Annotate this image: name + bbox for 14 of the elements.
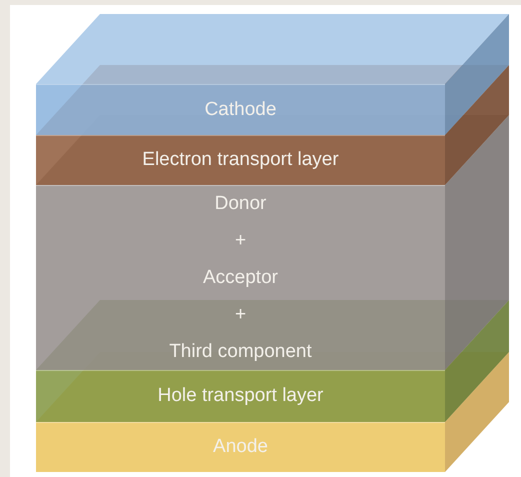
plus-sign: +: [234, 230, 246, 252]
layer-label: Acceptor: [203, 266, 278, 288]
cathode-layer: [36, 84, 445, 135]
layer-label: Third component: [169, 340, 312, 362]
layer-label: Hole transport layer: [158, 385, 324, 407]
active-layer: [36, 185, 445, 370]
layer-label: Electron transport layer: [142, 149, 339, 171]
layer-label: Cathode: [204, 98, 276, 120]
layer-label: Donor: [214, 192, 266, 214]
anode-layer: [36, 422, 445, 472]
electron-transport-layer: [36, 135, 445, 185]
layer-label: Anode: [213, 436, 268, 458]
plus-sign: +: [234, 304, 246, 326]
hole-transport-layer: [36, 370, 445, 422]
